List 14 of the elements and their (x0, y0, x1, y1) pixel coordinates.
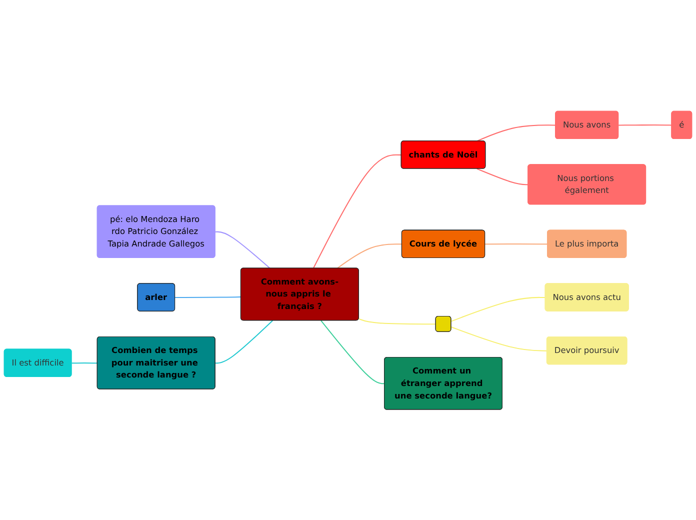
connector (485, 243, 548, 244)
connector (320, 320, 385, 384)
connector (476, 124, 556, 142)
connector (451, 326, 547, 351)
connector (72, 362, 98, 364)
connector (175, 296, 241, 298)
connector (337, 243, 402, 268)
connector (358, 318, 436, 324)
connector (215, 230, 270, 268)
connector (618, 124, 672, 126)
connector (451, 296, 546, 322)
connector (215, 320, 273, 364)
connector (312, 154, 402, 268)
connector (476, 168, 528, 185)
